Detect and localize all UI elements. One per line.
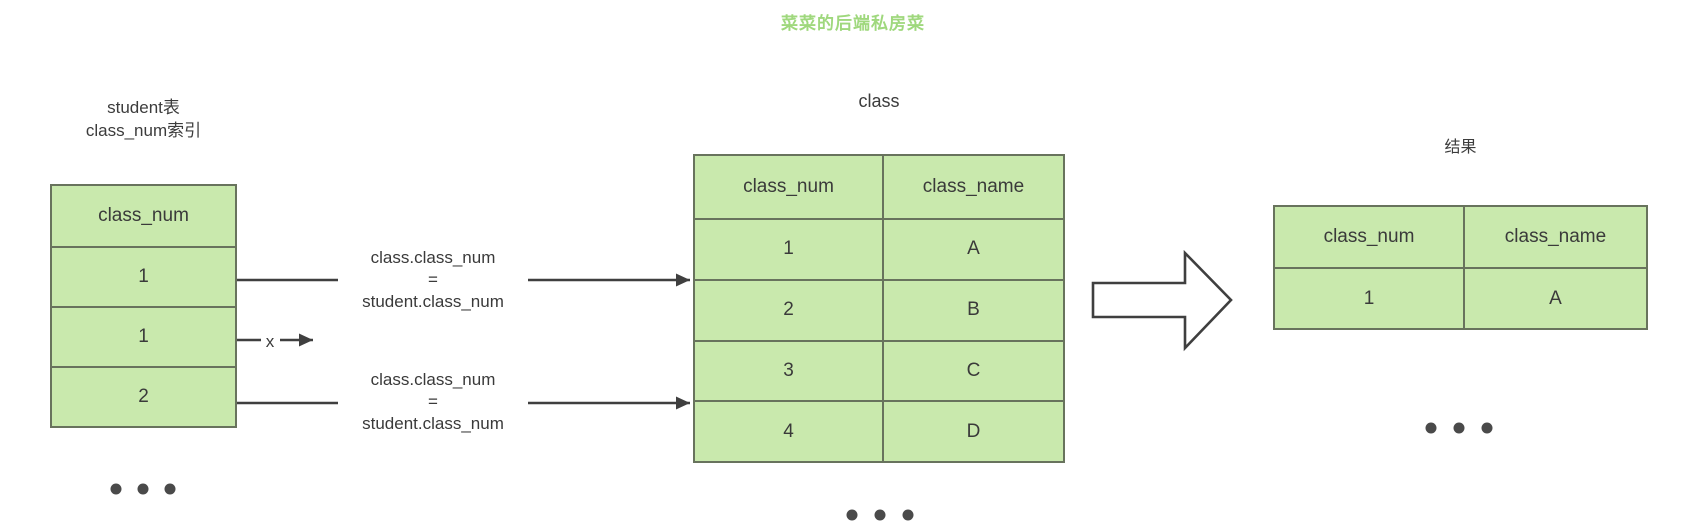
class-table-cell: 3 xyxy=(695,339,882,401)
class-table: class_num class_name 1 A 2 B 3 C 4 D xyxy=(693,154,1065,463)
student-table-header: class_num xyxy=(98,205,189,226)
ellipsis-dot xyxy=(1481,422,1493,434)
class-table-label: class xyxy=(858,91,900,111)
class-table-cell: A xyxy=(882,218,1063,279)
result-table-header-class-name: class_name xyxy=(1463,207,1646,267)
watermark-title: 菜菜的后端私房菜 xyxy=(781,14,925,33)
student-table-label-line1: student表 xyxy=(107,98,180,117)
join-condition-label-2: class.class_num = student.class_num xyxy=(338,369,528,435)
result-more-rows-ellipsis xyxy=(1425,422,1493,434)
student-table-row: 2 xyxy=(52,366,235,426)
student-more-rows-ellipsis xyxy=(110,483,176,495)
ellipsis-dot xyxy=(1425,422,1437,434)
ellipsis-dot xyxy=(874,509,886,521)
no-match-marker: x xyxy=(266,332,275,351)
join-condition-equals: = xyxy=(428,270,438,289)
join-condition-line: student.class_num xyxy=(362,292,504,311)
join-condition-line: class.class_num xyxy=(370,248,496,267)
class-table-header-class-name: class_name xyxy=(882,156,1063,218)
class-table-header-class-num: class_num xyxy=(743,176,834,197)
ellipsis-dot xyxy=(846,509,858,521)
student-table-row: 1 xyxy=(52,306,235,366)
result-table-label: 结果 xyxy=(1444,139,1477,156)
class-table-cell: 2 xyxy=(695,278,882,340)
ellipsis-dot xyxy=(902,509,914,521)
ellipsis-dot xyxy=(164,483,176,495)
class-table-cell: D xyxy=(882,400,1063,461)
join-condition-equals: = xyxy=(428,392,438,411)
join-condition-line: class.class_num xyxy=(370,370,496,389)
join-condition-line: student.class_num xyxy=(362,414,504,433)
ellipsis-dot xyxy=(1453,422,1465,434)
result-table: class_num class_name 1 A xyxy=(1273,205,1648,330)
result-table-cell: A xyxy=(1463,267,1646,328)
student-table: class_num 1 1 2 xyxy=(50,184,237,428)
class-table-cell: 1 xyxy=(695,218,882,279)
student-table-row: 1 xyxy=(52,246,235,306)
class-table-cell: C xyxy=(882,339,1063,401)
student-table-label: student表 class_num索引 xyxy=(40,96,247,142)
class-table-cell: 4 xyxy=(695,400,882,461)
student-table-label-line2: class_num索引 xyxy=(85,121,202,140)
join-condition-label-1: class.class_num = student.class_num xyxy=(338,247,528,313)
result-big-arrow xyxy=(1091,249,1233,352)
no-match-arrow: x xyxy=(237,332,313,351)
result-table-cell: 1 xyxy=(1275,267,1463,328)
result-table-header-class-num: class_num xyxy=(1323,226,1415,247)
ellipsis-dot xyxy=(137,483,149,495)
class-table-cell: B xyxy=(882,278,1063,340)
class-more-rows-ellipsis xyxy=(846,509,914,521)
ellipsis-dot xyxy=(110,483,122,495)
